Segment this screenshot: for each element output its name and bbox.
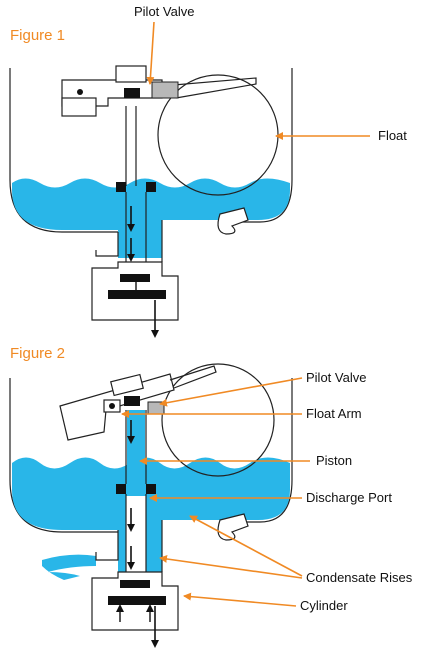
piston-disk bbox=[108, 290, 166, 299]
figure-2: Figure 2 bbox=[9, 345, 413, 648]
pivot-pin bbox=[77, 89, 83, 95]
pilot-valve-cap bbox=[110, 373, 144, 397]
figure-1-title: Figure 1 bbox=[10, 27, 65, 44]
tank-wall-right bbox=[240, 378, 293, 523]
water bbox=[12, 457, 290, 578]
label-condensate-rises: Condensate Rises bbox=[306, 570, 413, 585]
float bbox=[161, 363, 275, 477]
pilot-tube bbox=[125, 410, 147, 484]
piston-column bbox=[95, 192, 163, 268]
pilot-valve-seat bbox=[151, 81, 179, 99]
pilot-valve-cap bbox=[115, 65, 147, 83]
seal-right bbox=[146, 182, 156, 192]
pilot-tube bbox=[125, 106, 137, 186]
discharge-flow bbox=[42, 554, 96, 580]
float-arm-link bbox=[169, 365, 217, 389]
leader-pilot-valve bbox=[159, 377, 303, 407]
tank-wall-left bbox=[9, 68, 118, 233]
label-discharge-port: Discharge Port bbox=[306, 490, 392, 505]
water bbox=[12, 178, 290, 258]
drain-valve bbox=[217, 207, 249, 235]
piston-column bbox=[95, 494, 163, 578]
label-cylinder: Cylinder bbox=[300, 598, 348, 613]
label-piston: Piston bbox=[316, 453, 352, 468]
tank-wall-right bbox=[240, 68, 293, 223]
leader-pilot-valve bbox=[146, 21, 155, 85]
seal-left bbox=[116, 182, 126, 192]
seal-left bbox=[116, 484, 126, 494]
float-arm-end bbox=[61, 97, 97, 117]
figure-2-title: Figure 2 bbox=[10, 345, 65, 362]
seal-right bbox=[146, 484, 156, 494]
leader-condensate-rises bbox=[159, 555, 303, 579]
pilot-valve bbox=[124, 396, 140, 406]
pilot-valve bbox=[124, 88, 140, 98]
leader-condensate-rises-2 bbox=[189, 515, 303, 577]
tank-wall-left bbox=[9, 378, 118, 533]
leader-cylinder bbox=[183, 592, 297, 607]
label-float: Float bbox=[378, 128, 407, 143]
float-arm-link bbox=[161, 77, 257, 99]
piston-top bbox=[120, 274, 150, 282]
label-float-arm: Float Arm bbox=[306, 406, 362, 421]
piston-disk bbox=[108, 596, 166, 605]
piston-water bbox=[127, 410, 145, 486]
piston-top bbox=[120, 580, 150, 588]
pivot-pin bbox=[109, 403, 115, 409]
figure-1: Figure 1 Pilot Valve bbox=[9, 4, 407, 338]
label-pilot-valve: Pilot Valve bbox=[134, 4, 194, 19]
label-pilot-valve: Pilot Valve bbox=[306, 370, 366, 385]
